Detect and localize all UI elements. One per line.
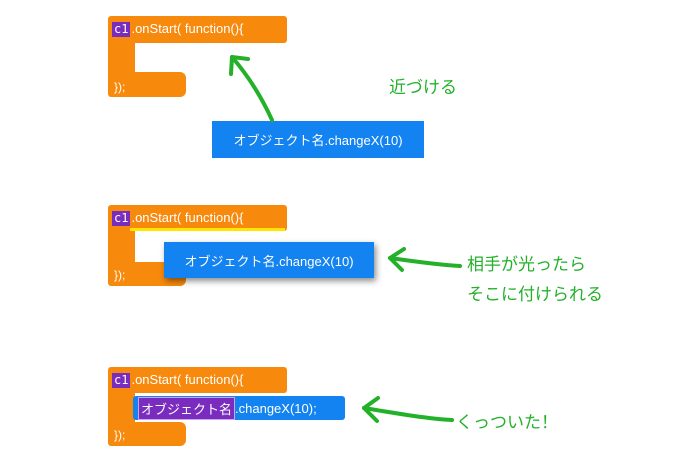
arrow-2 xyxy=(388,247,462,272)
onstart-block-shape[interactable] xyxy=(108,367,287,393)
note-approach: 近づける xyxy=(389,78,457,97)
block-end-label: }); xyxy=(114,80,126,94)
changex-method-label: .changeX(10); xyxy=(235,400,317,416)
onstart-label: .onStart( function(){ xyxy=(131,210,244,225)
changex-label: オブジェクト名.changeX(10) xyxy=(233,133,403,148)
changex-label: オブジェクト名.changeX(10) xyxy=(184,253,354,269)
onstart-block-shape[interactable] xyxy=(108,16,287,43)
block-end-label: }); xyxy=(114,428,126,442)
changex-block-dragging[interactable]: オブジェクト名.changeX(10) xyxy=(212,121,424,158)
variable-tag[interactable]: c1 xyxy=(112,373,131,388)
variable-tag[interactable]: c1 xyxy=(112,211,131,226)
note-highlight-line2: そこに付けられる xyxy=(467,285,603,304)
object-name-tag[interactable]: オブジェクト名 xyxy=(138,396,236,420)
arrow-1 xyxy=(229,55,274,122)
onstart-label: .onStart( function(){ xyxy=(131,21,244,36)
onstart-label: .onStart( function(){ xyxy=(131,372,244,387)
arrow-3 xyxy=(362,396,454,423)
changex-block-attached[interactable]: オブジェクト名.changeX(10); xyxy=(133,396,345,420)
onstart-header: c1.onStart( function(){ xyxy=(112,372,243,388)
variable-tag[interactable]: c1 xyxy=(112,22,131,37)
changex-block-dragging[interactable]: オブジェクト名.changeX(10) xyxy=(164,242,374,278)
note-highlight-line1: 相手が光ったら xyxy=(467,255,586,274)
block-end-label: }); xyxy=(114,268,126,282)
onstart-header: c1.onStart( function(){ xyxy=(112,210,243,226)
onstart-block-shape[interactable] xyxy=(108,205,287,231)
drop-highlight-line xyxy=(130,228,285,231)
onstart-header: c1.onStart( function(){ xyxy=(112,21,243,37)
note-attached: くっついた！ xyxy=(456,413,558,432)
